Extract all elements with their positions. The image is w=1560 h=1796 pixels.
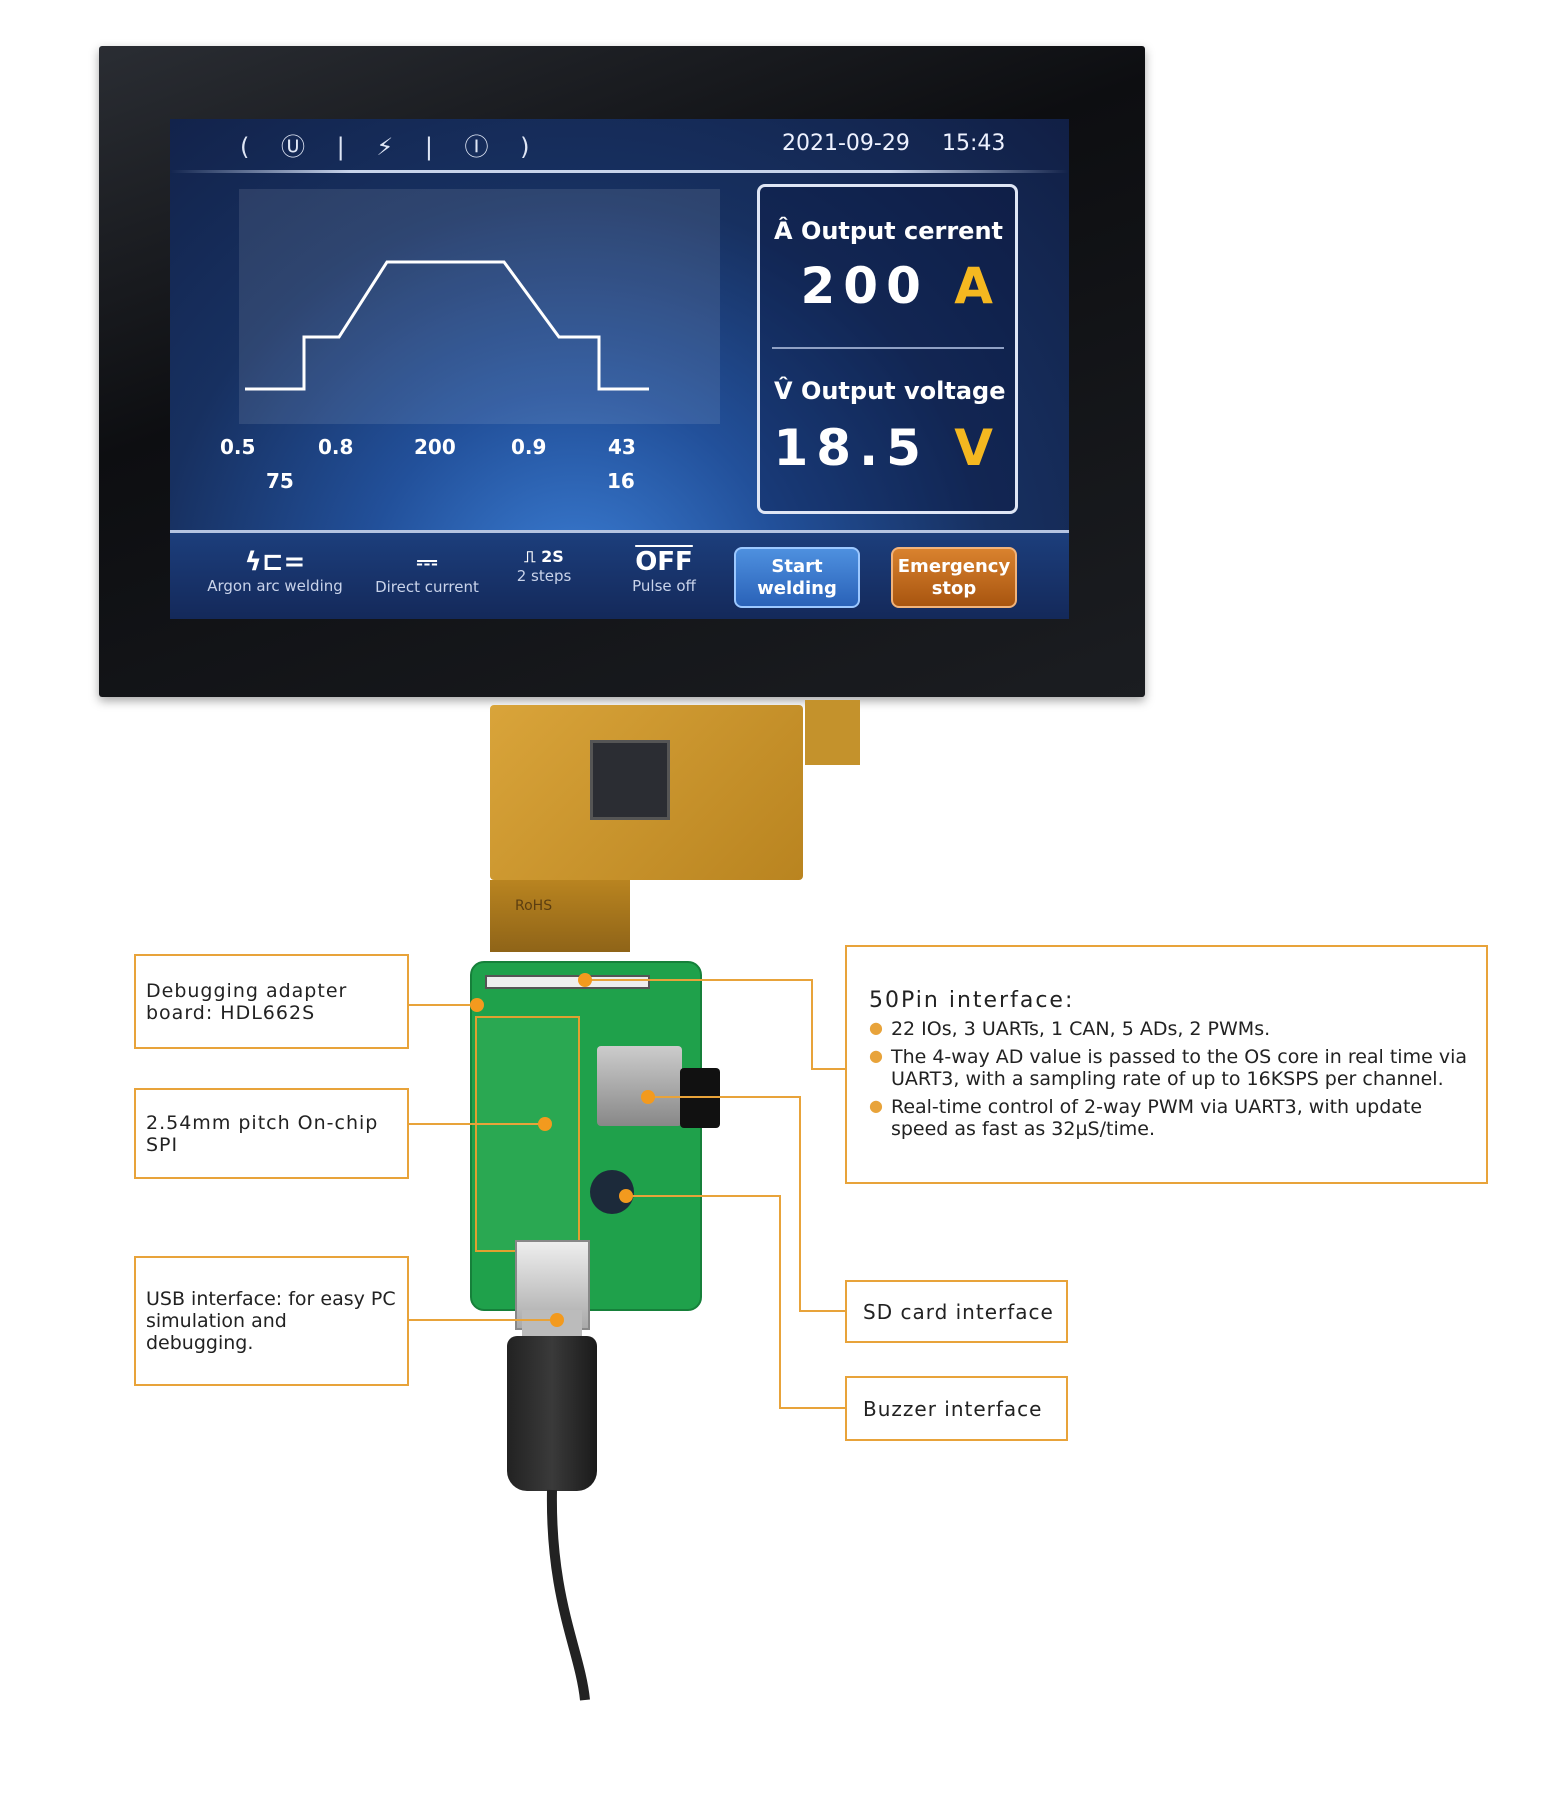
- panel-divider: [772, 347, 1004, 349]
- callout-buzzer: Buzzer interface: [845, 1376, 1068, 1441]
- mode-pulse-off[interactable]: OFF Pulse off: [594, 547, 734, 595]
- current-icon: Â: [774, 217, 793, 245]
- profile-label[interactable]: 0.9: [511, 435, 547, 459]
- bullet-item: ●22 IOs, 3 UARTs, 1 CAN, 5 ADs, 2 PWMs.: [869, 1018, 1271, 1041]
- welder-hmi-screen: ( Ⓤ | ⚡︎ | Ⓘ ) 2021-09-29 15:43 0.5 0.8 …: [170, 119, 1069, 619]
- header-icons: ( Ⓤ | ⚡︎ | Ⓘ ): [240, 133, 542, 161]
- usb-plug-metal: [522, 1310, 582, 1340]
- fpc-cable: [490, 880, 630, 952]
- profile-label[interactable]: 16: [607, 469, 635, 493]
- mode-direct-current[interactable]: ⎓ Direct current: [357, 547, 497, 596]
- usb-cable: [546, 1489, 590, 1701]
- callout-50pin: 50Pin interface: ●22 IOs, 3 UARTs, 1 CAN…: [845, 945, 1488, 1184]
- sd-card-slot: [597, 1046, 682, 1126]
- callout-spi: 2.54mm pitch On-chip SPI: [134, 1088, 409, 1179]
- rohs-marking: RoHS: [515, 898, 553, 914]
- callout-usb: USB interface: for easy PC simulation an…: [134, 1256, 409, 1386]
- callout-50pin-title: 50Pin interface:: [869, 988, 1075, 1014]
- callout-sd: SD card interface: [845, 1280, 1068, 1343]
- date: 2021-09-29: [782, 131, 910, 156]
- output-current-title: Â Output cerrent: [774, 217, 1004, 245]
- spi-header-pins: [475, 1016, 580, 1252]
- main-chip: [590, 740, 670, 820]
- callout-text: SD card interface: [863, 1299, 1054, 1324]
- output-voltage-value: 18.5 V: [773, 419, 1001, 477]
- arc-icon[interactable]: ⚡︎: [376, 133, 406, 161]
- usb-plug: [507, 1336, 597, 1491]
- profile-label[interactable]: 75: [266, 469, 294, 493]
- output-current-value: 200 A: [800, 257, 1001, 315]
- output-voltage-title: V̂ Output voltage: [774, 377, 1006, 405]
- touch-controller-board: [805, 700, 860, 765]
- two-steps-icon: ⎍ 2S: [524, 547, 564, 566]
- profile-label[interactable]: 0.8: [318, 435, 354, 459]
- voltage-icon: V̂: [774, 377, 793, 405]
- bullet-item: ●Real-time control of 2-way PWM via UART…: [869, 1095, 1423, 1140]
- profile-line: [245, 260, 649, 391]
- mode-argon-arc-welding[interactable]: ϟ⊏= Argon arc welding: [205, 547, 345, 595]
- callout-text: Debugging adapter board: HDL662S: [146, 979, 348, 1024]
- mode-two-steps[interactable]: ⎍ 2S 2 steps: [474, 547, 614, 585]
- voltage-meter-icon[interactable]: ( Ⓤ: [240, 133, 317, 161]
- emergency-stop-button[interactable]: Emergency stop: [891, 547, 1017, 608]
- header-divider: [170, 170, 1069, 173]
- current-meter-icon[interactable]: Ⓘ ): [464, 133, 542, 161]
- start-welding-button[interactable]: Start welding: [734, 547, 860, 608]
- callout-text: USB interface: for easy PC simulation an…: [146, 1288, 396, 1354]
- bullet-item: ●The 4-way AD value is passed to the OS …: [869, 1046, 1467, 1091]
- time: 15:43: [942, 131, 1006, 156]
- pulse-off-icon: OFF: [635, 547, 693, 577]
- argon-arc-welding-icon: ϟ⊏=: [244, 547, 306, 577]
- callout-text: 2.54mm pitch On-chip SPI: [146, 1111, 379, 1156]
- profile-label[interactable]: 43: [608, 435, 636, 459]
- callout-debug-board: Debugging adapter board: HDL662S: [134, 954, 409, 1049]
- callout-text: Buzzer interface: [863, 1396, 1043, 1421]
- direct-current-icon: ⎓: [416, 547, 438, 577]
- fpc-connector: [485, 975, 650, 989]
- profile-label[interactable]: 200: [414, 435, 456, 459]
- welding-profile-chart: [239, 189, 720, 424]
- profile-label[interactable]: 0.5: [220, 435, 256, 459]
- output-panel: Â Output cerrent 200 A V̂ Output voltage…: [757, 184, 1018, 514]
